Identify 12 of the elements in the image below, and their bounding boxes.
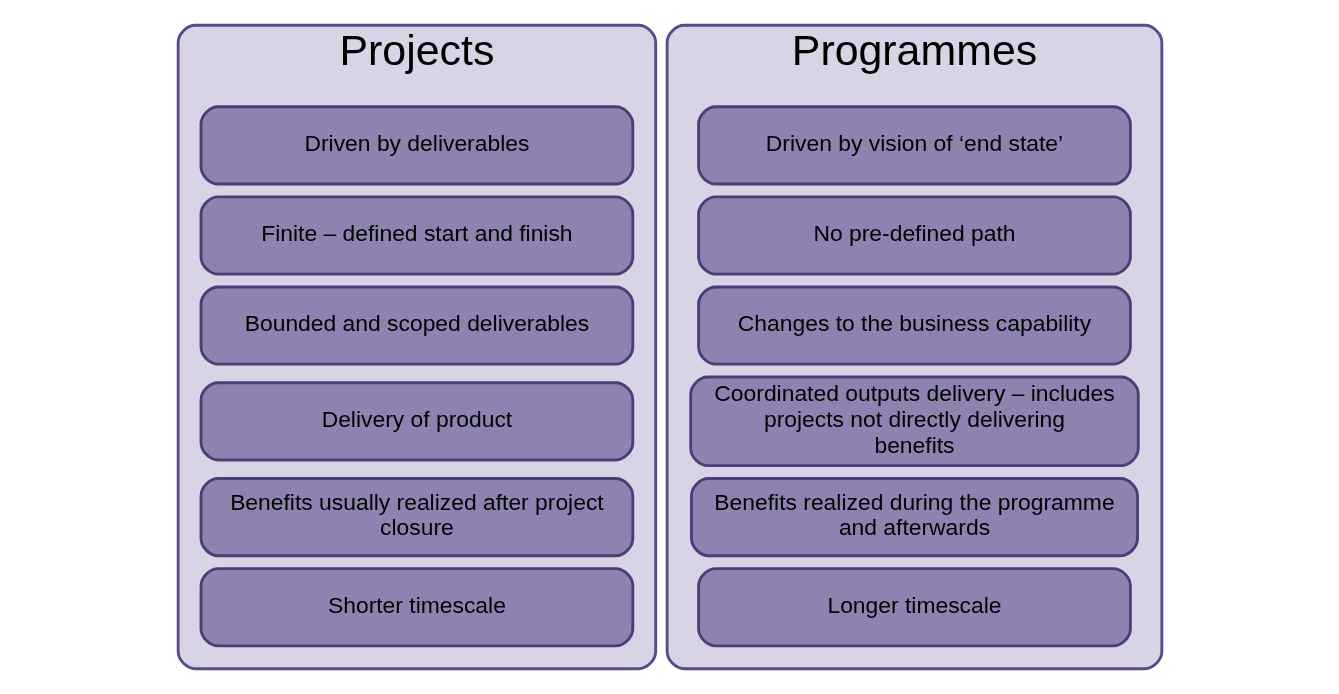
node-box: Finite – defined start and finish — [199, 195, 634, 276]
node-box: Coordinated outputs delivery – includes projects not directly delivering benefits — [688, 375, 1140, 468]
node-box: Driven by vision of ‘end state’ — [696, 105, 1132, 186]
node-box: Benefits realized during the programme and afterwards — [689, 477, 1139, 558]
node-box: Longer timescale — [696, 567, 1132, 648]
node-box: Benefits usually realized after project closure — [199, 477, 634, 558]
node-box: Delivery of product — [199, 381, 634, 462]
node-box: Driven by deliverables — [199, 105, 634, 186]
node-box: Shorter timescale — [199, 567, 634, 648]
node-box: No pre-defined path — [696, 195, 1132, 276]
node-box: Bounded and scoped deliverables — [199, 285, 634, 366]
node-box: Changes to the business capability — [696, 285, 1132, 366]
